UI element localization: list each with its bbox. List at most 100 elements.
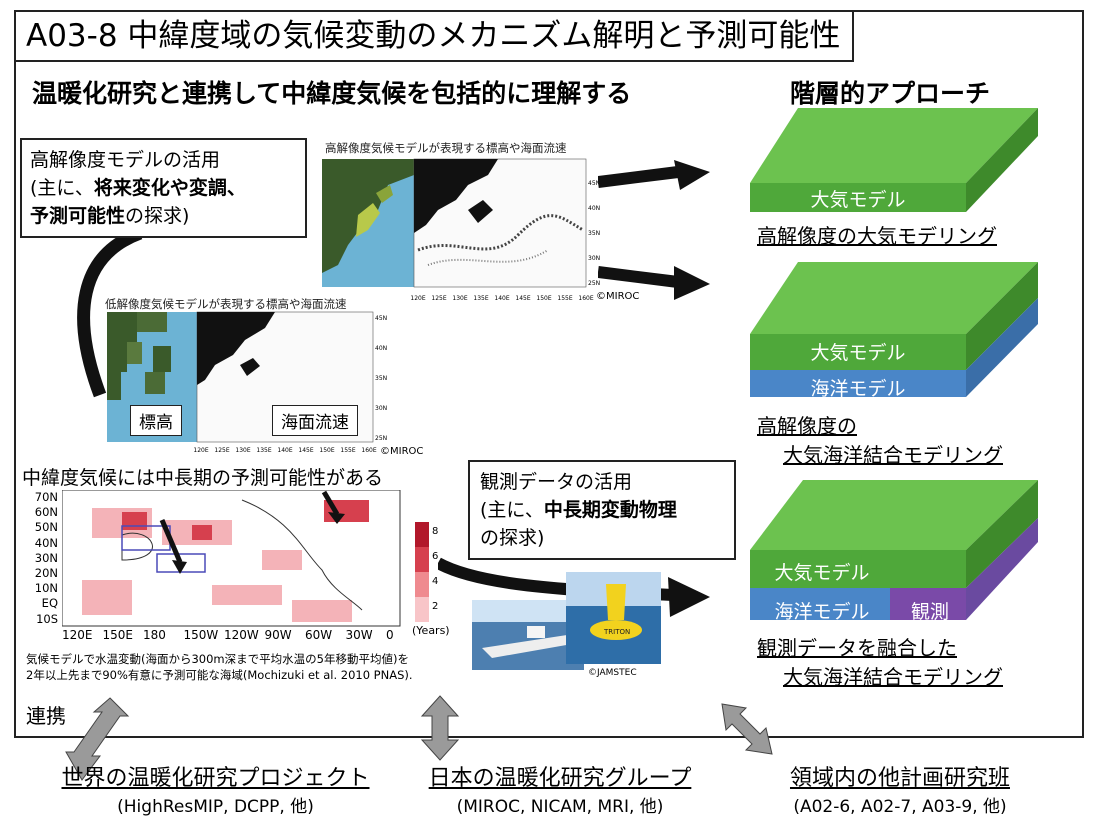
lat-tick-label: EQ <box>41 596 58 611</box>
link-arrow-center <box>420 695 460 761</box>
research-vessel-photo <box>472 600 584 670</box>
hires-box-line1: 高解像度モデルの活用 <box>30 149 221 171</box>
map-tick-label: 35N <box>588 230 600 237</box>
obs-box-line2-pre: (主に、 <box>480 499 544 521</box>
bottom-group-internal: 領域内の他計画研究班 <box>789 766 1010 791</box>
map-tick-label: 140E <box>277 447 292 454</box>
hires-box-line2-bold: 将来変化や変調、 <box>93 177 246 199</box>
tier1-slab <box>750 108 1038 212</box>
predictability-caption-1: 気候モデルで水温変動(海面から300m深まで平均水温の5年移動平均値)を <box>26 652 409 666</box>
lat-tick-label: 10S <box>36 611 58 626</box>
map-tick-label: 160E <box>361 447 376 454</box>
map-tick-label: 155E <box>557 295 572 302</box>
lores-miroc-credit: ©MIROC <box>380 446 424 457</box>
map-tick-label: 25N <box>375 435 387 442</box>
hires-box-line2-pre: (主に、 <box>30 177 94 199</box>
tier3-caption-2: 大気海洋結合モデリング <box>783 665 1003 689</box>
bottom-group-japan-sub: (MIROC, NICAM, MRI, 他) <box>456 797 664 817</box>
tier2-slab <box>750 262 1038 397</box>
map-tick-label: 135E <box>256 447 271 454</box>
lon-tick-label: 120E <box>62 628 93 642</box>
map-tick-label: 155E <box>340 447 355 454</box>
map-tick-label: 30N <box>375 405 387 412</box>
lon-tick-label: 150W <box>183 628 219 642</box>
lon-tick-label: 30W <box>345 628 373 642</box>
map-tick-label: 125E <box>431 295 446 302</box>
lores-map-caption: 低解像度気候モデルが表現する標高や海面流速 <box>105 297 347 311</box>
obs-box-line2-bold: 中長期変動物理 <box>543 499 677 521</box>
hires-miroc-credit: ©MIROC <box>596 291 640 302</box>
buoy-photo: TRITON <box>566 572 661 664</box>
obs-box-line1: 観測データの活用 <box>480 471 633 493</box>
map-tick-label: 150E <box>319 447 334 454</box>
subtitle: 温暖化研究と連携して中緯度気候を包括的に理解する <box>32 79 632 108</box>
renkei-label: 連携 <box>26 704 66 728</box>
tier1-caption: 高解像度の大気モデリング <box>757 224 997 248</box>
map-tick-label: 160E <box>578 295 593 302</box>
predictability-caption-2: 2年以上先まで90%有意に予測可能な海域(Mochizuki et al. 20… <box>26 668 413 682</box>
colorbar-unit: (Years) <box>412 624 450 637</box>
lon-tick-label: 180 <box>143 628 166 642</box>
colorbar-tick-label: 4 <box>432 576 439 587</box>
map-tick-label: 130E <box>452 295 467 302</box>
bottom-group-world: 世界の温暖化研究プロジェクト <box>61 766 370 791</box>
bottom-group-japan: 日本の温暖化研究グループ <box>428 766 692 791</box>
elevation-label: 標高 <box>130 405 182 436</box>
lores-lat-ticks: 45N 40N 35N 30N 25N <box>375 315 387 442</box>
tier2-ocean-label: 海洋モデル <box>810 378 906 400</box>
hires-map-caption: 高解像度気候モデルが表現する標高や海面流速 <box>325 141 567 155</box>
obs-data-box: 観測データの活用 (主に、中長期変動物理 の探求) <box>468 460 736 560</box>
map-tick-label: 45N <box>588 180 600 187</box>
page-title: A03-8 中緯度域の気候変動のメカニズム解明と予測可能性 <box>14 10 854 62</box>
approach-title: 階層的アプローチ <box>790 79 991 108</box>
curved-connector <box>77 226 143 398</box>
tier2-caption-1: 高解像度の <box>757 414 857 438</box>
hires-model-box: 高解像度モデルの活用 (主に、将来変化や変調、 予測可能性の探求) <box>20 138 307 238</box>
jamstec-credit: ©JAMSTEC <box>588 668 637 678</box>
link-arrow-right <box>721 703 773 755</box>
tier3-atm-label: 大気モデル <box>774 562 870 584</box>
obs-box-line3: の探求) <box>480 527 545 549</box>
map-tick-label: 150E <box>536 295 551 302</box>
tier2-atm-label: 大気モデル <box>810 342 906 364</box>
bottom-group-world-sub: (HighResMIP, DCPP, 他) <box>117 797 314 817</box>
tier3-ocean-label: 海洋モデル <box>774 601 870 623</box>
lat-tick-label: 50N <box>34 520 58 535</box>
bottom-group-internal-sub: (A02-6, A02-7, A03-9, 他) <box>793 797 1007 817</box>
buoy-label: TRITON <box>603 628 630 636</box>
lat-tick-label: 30N <box>34 550 58 565</box>
tier1-atm-label: 大気モデル <box>810 189 906 211</box>
lon-tick-label: 90W <box>264 628 292 642</box>
map-tick-label: 145E <box>298 447 313 454</box>
lon-tick-label: 120W <box>224 628 259 642</box>
colorbar <box>415 522 429 622</box>
lat-tick-label: 40N <box>34 535 58 550</box>
map-tick-label: 125E <box>214 447 229 454</box>
map-tick-label: 40N <box>588 205 600 212</box>
map-tick-label: 140E <box>494 295 509 302</box>
tier3-slab <box>750 480 1038 620</box>
map-tick-label: 40N <box>375 345 387 352</box>
hires-box-line3-post: の探求) <box>125 205 190 227</box>
colorbar-tick-label: 6 <box>432 551 439 562</box>
map-tick-label: 45N <box>375 315 387 322</box>
arrow-to-tier1 <box>598 160 710 190</box>
predictability-map <box>62 490 401 627</box>
tier2-caption-2: 大気海洋結合モデリング <box>783 443 1003 467</box>
lat-tick-label: 20N <box>34 566 58 580</box>
tier3-obs-label: 観測 <box>910 601 949 623</box>
colorbar-tick-label: 8 <box>432 526 439 537</box>
arrow-to-tier2 <box>598 266 710 300</box>
hires-box-line3-bold: 予測可能性 <box>30 205 126 227</box>
lon-tick-label: 0 <box>386 628 394 642</box>
map-tick-label: 25N <box>588 280 600 287</box>
link-arrow-left <box>65 697 130 781</box>
map-tick-label: 35N <box>375 375 387 382</box>
lat-tick-label: 60N <box>34 505 58 520</box>
